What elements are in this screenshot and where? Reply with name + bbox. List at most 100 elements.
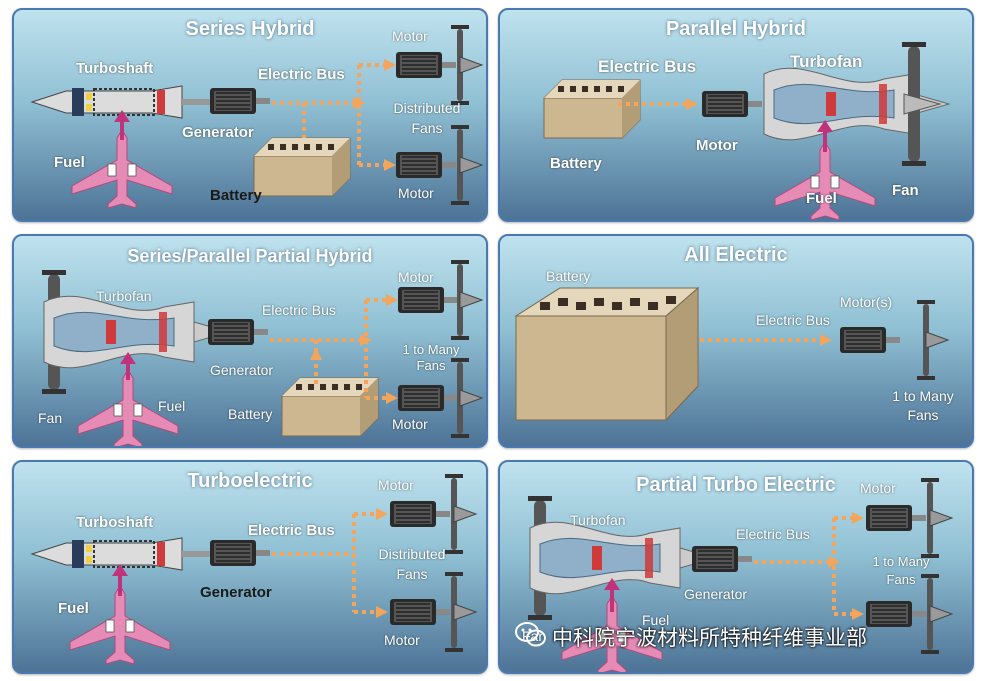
partial-hybrid-diagram bbox=[42, 259, 483, 446]
fan-unit bbox=[916, 299, 949, 381]
panel-title: Parallel Hybrid bbox=[665, 18, 807, 40]
label-fan: Fan bbox=[892, 182, 919, 199]
series-hybrid-diagram bbox=[31, 24, 483, 209]
panel-series-hybrid: Series Hybrid Turboshaft Generator Fuel … bbox=[12, 8, 488, 222]
label-motor: Motor bbox=[860, 480, 896, 496]
label-electric-bus: Electric Bus bbox=[756, 312, 830, 328]
motor-unit bbox=[701, 90, 763, 118]
aircraft-icon bbox=[774, 141, 876, 220]
battery-pack-large bbox=[514, 286, 700, 422]
label-electric-bus: Electric Bus bbox=[248, 522, 335, 539]
motor-bottom bbox=[395, 151, 457, 179]
electric-bus-lines bbox=[270, 298, 386, 400]
label-generator: Generator bbox=[684, 586, 748, 602]
bus-arrow-head bbox=[686, 98, 698, 110]
turbofan-engine bbox=[43, 295, 230, 369]
label-motor-bottom: Motor bbox=[392, 416, 428, 432]
label-fans: Fans bbox=[416, 358, 446, 373]
label-generator: Generator bbox=[210, 362, 274, 378]
fuel-arrow-head bbox=[120, 352, 136, 364]
aircraft-icon bbox=[71, 129, 173, 209]
turbofan-engine bbox=[529, 521, 716, 595]
all-electric-diagram bbox=[514, 286, 949, 422]
label-fuel: Fuel bbox=[58, 600, 89, 617]
label-electric-bus: Electric Bus bbox=[736, 526, 810, 542]
electric-bus-lines bbox=[272, 512, 376, 614]
label-generator: Generator bbox=[182, 124, 254, 141]
label-motor-top: Motor bbox=[392, 28, 428, 44]
generator-unit bbox=[209, 539, 271, 567]
wechat-icon bbox=[515, 622, 546, 647]
label-one-to-many: 1 to Many bbox=[892, 388, 954, 404]
label-fuel: Fuel bbox=[158, 398, 186, 414]
label-fans: Fans bbox=[396, 566, 428, 582]
label-fuel: Fuel bbox=[642, 612, 670, 628]
motor-top bbox=[397, 286, 459, 314]
electric-bus-lines bbox=[754, 516, 852, 616]
label-turboshaft: Turboshaft bbox=[76, 514, 154, 531]
label-motor-bottom: Motor bbox=[384, 632, 420, 648]
bus-arrow-heads bbox=[376, 508, 388, 618]
turboshaft-engine bbox=[31, 537, 223, 571]
battery-pack bbox=[543, 79, 641, 139]
motor-top bbox=[395, 51, 457, 79]
label-electric-bus: Electric Bus bbox=[598, 57, 697, 76]
label-fans: Fans bbox=[886, 572, 916, 587]
label-turbofan: Turbofan bbox=[790, 52, 863, 71]
fan-spinner bbox=[903, 93, 942, 115]
label-fuel: Fuel bbox=[54, 154, 85, 171]
label-battery: Battery bbox=[550, 155, 602, 172]
label-motor-top: Motor bbox=[398, 269, 434, 285]
watermark-text: 中科院宁波材料所特种纤维事业部 bbox=[552, 626, 867, 650]
turboelectric-diagram bbox=[31, 473, 477, 665]
electric-bus-lines bbox=[272, 63, 384, 167]
label-electric-bus: Electric Bus bbox=[262, 302, 336, 318]
label-one-to-many: 1 to Many bbox=[872, 554, 930, 569]
label-turboshaft: Turboshaft bbox=[76, 60, 154, 77]
label-electric-bus: Electric Bus bbox=[258, 66, 345, 83]
label-fans: Fans bbox=[907, 407, 939, 423]
label-fuel: Fuel bbox=[806, 190, 837, 207]
label-distributed: Distributed bbox=[393, 100, 461, 116]
panel-parallel-hybrid: Parallel Hybrid Electric Bus Battery Mot… bbox=[498, 8, 974, 222]
generator-unit bbox=[207, 318, 269, 346]
motor-top bbox=[865, 504, 927, 532]
battery-pack bbox=[281, 377, 379, 437]
fuel-arrow-head bbox=[112, 564, 128, 576]
label-battery: Battery bbox=[228, 406, 273, 422]
aircraft-icon bbox=[69, 585, 171, 665]
panel-title: Series Hybrid bbox=[185, 18, 315, 40]
fuel-arrow-head bbox=[604, 578, 620, 590]
panel-all-electric: All Electric Battery Electric Bus Motor(… bbox=[498, 234, 974, 448]
label-generator: Generator bbox=[200, 584, 272, 601]
panel-partial-hybrid: Series/Parallel Partial Hybrid Turbofan … bbox=[12, 234, 488, 448]
label-motor-bottom: Motor bbox=[398, 185, 434, 201]
panel-title: All Electric bbox=[684, 244, 788, 266]
motor-bottom bbox=[865, 600, 927, 628]
label-motors: Motor(s) bbox=[840, 294, 893, 310]
label-battery: Battery bbox=[546, 268, 591, 284]
parallel-hybrid-diagram bbox=[543, 42, 950, 220]
fuel-arrow-head bbox=[114, 110, 130, 122]
label-turbofan: Turbofan bbox=[570, 512, 626, 528]
partial-turbo-electric-diagram bbox=[528, 477, 953, 672]
label-motor-top: Motor bbox=[378, 477, 414, 493]
panel-title: Series/Parallel Partial Hybrid bbox=[127, 246, 373, 266]
panel-turboelectric: Turboelectric Turboshaft Fuel Generator … bbox=[12, 460, 488, 674]
turboshaft-engine bbox=[31, 85, 223, 119]
motor-top bbox=[389, 500, 451, 528]
panel-partial-turbo-electric: Partial Turbo Electric Turbofan Fan Fuel… bbox=[498, 460, 974, 674]
label-battery: Battery bbox=[210, 187, 262, 204]
motor-bottom bbox=[397, 384, 459, 412]
motor-bottom bbox=[389, 598, 451, 626]
panel-title: Partial Turbo Electric bbox=[636, 474, 836, 496]
label-fan: Fan bbox=[38, 410, 63, 426]
generator-unit bbox=[209, 87, 271, 115]
generator-unit bbox=[691, 545, 753, 573]
battery-pack bbox=[253, 137, 351, 197]
panel-title: Turboelectric bbox=[187, 470, 313, 492]
label-turbofan: Turbofan bbox=[96, 288, 152, 304]
fuel-arrow-head bbox=[817, 120, 833, 132]
label-one-to-many: 1 to Many bbox=[402, 342, 460, 357]
bus-arrow-head bbox=[820, 334, 832, 346]
